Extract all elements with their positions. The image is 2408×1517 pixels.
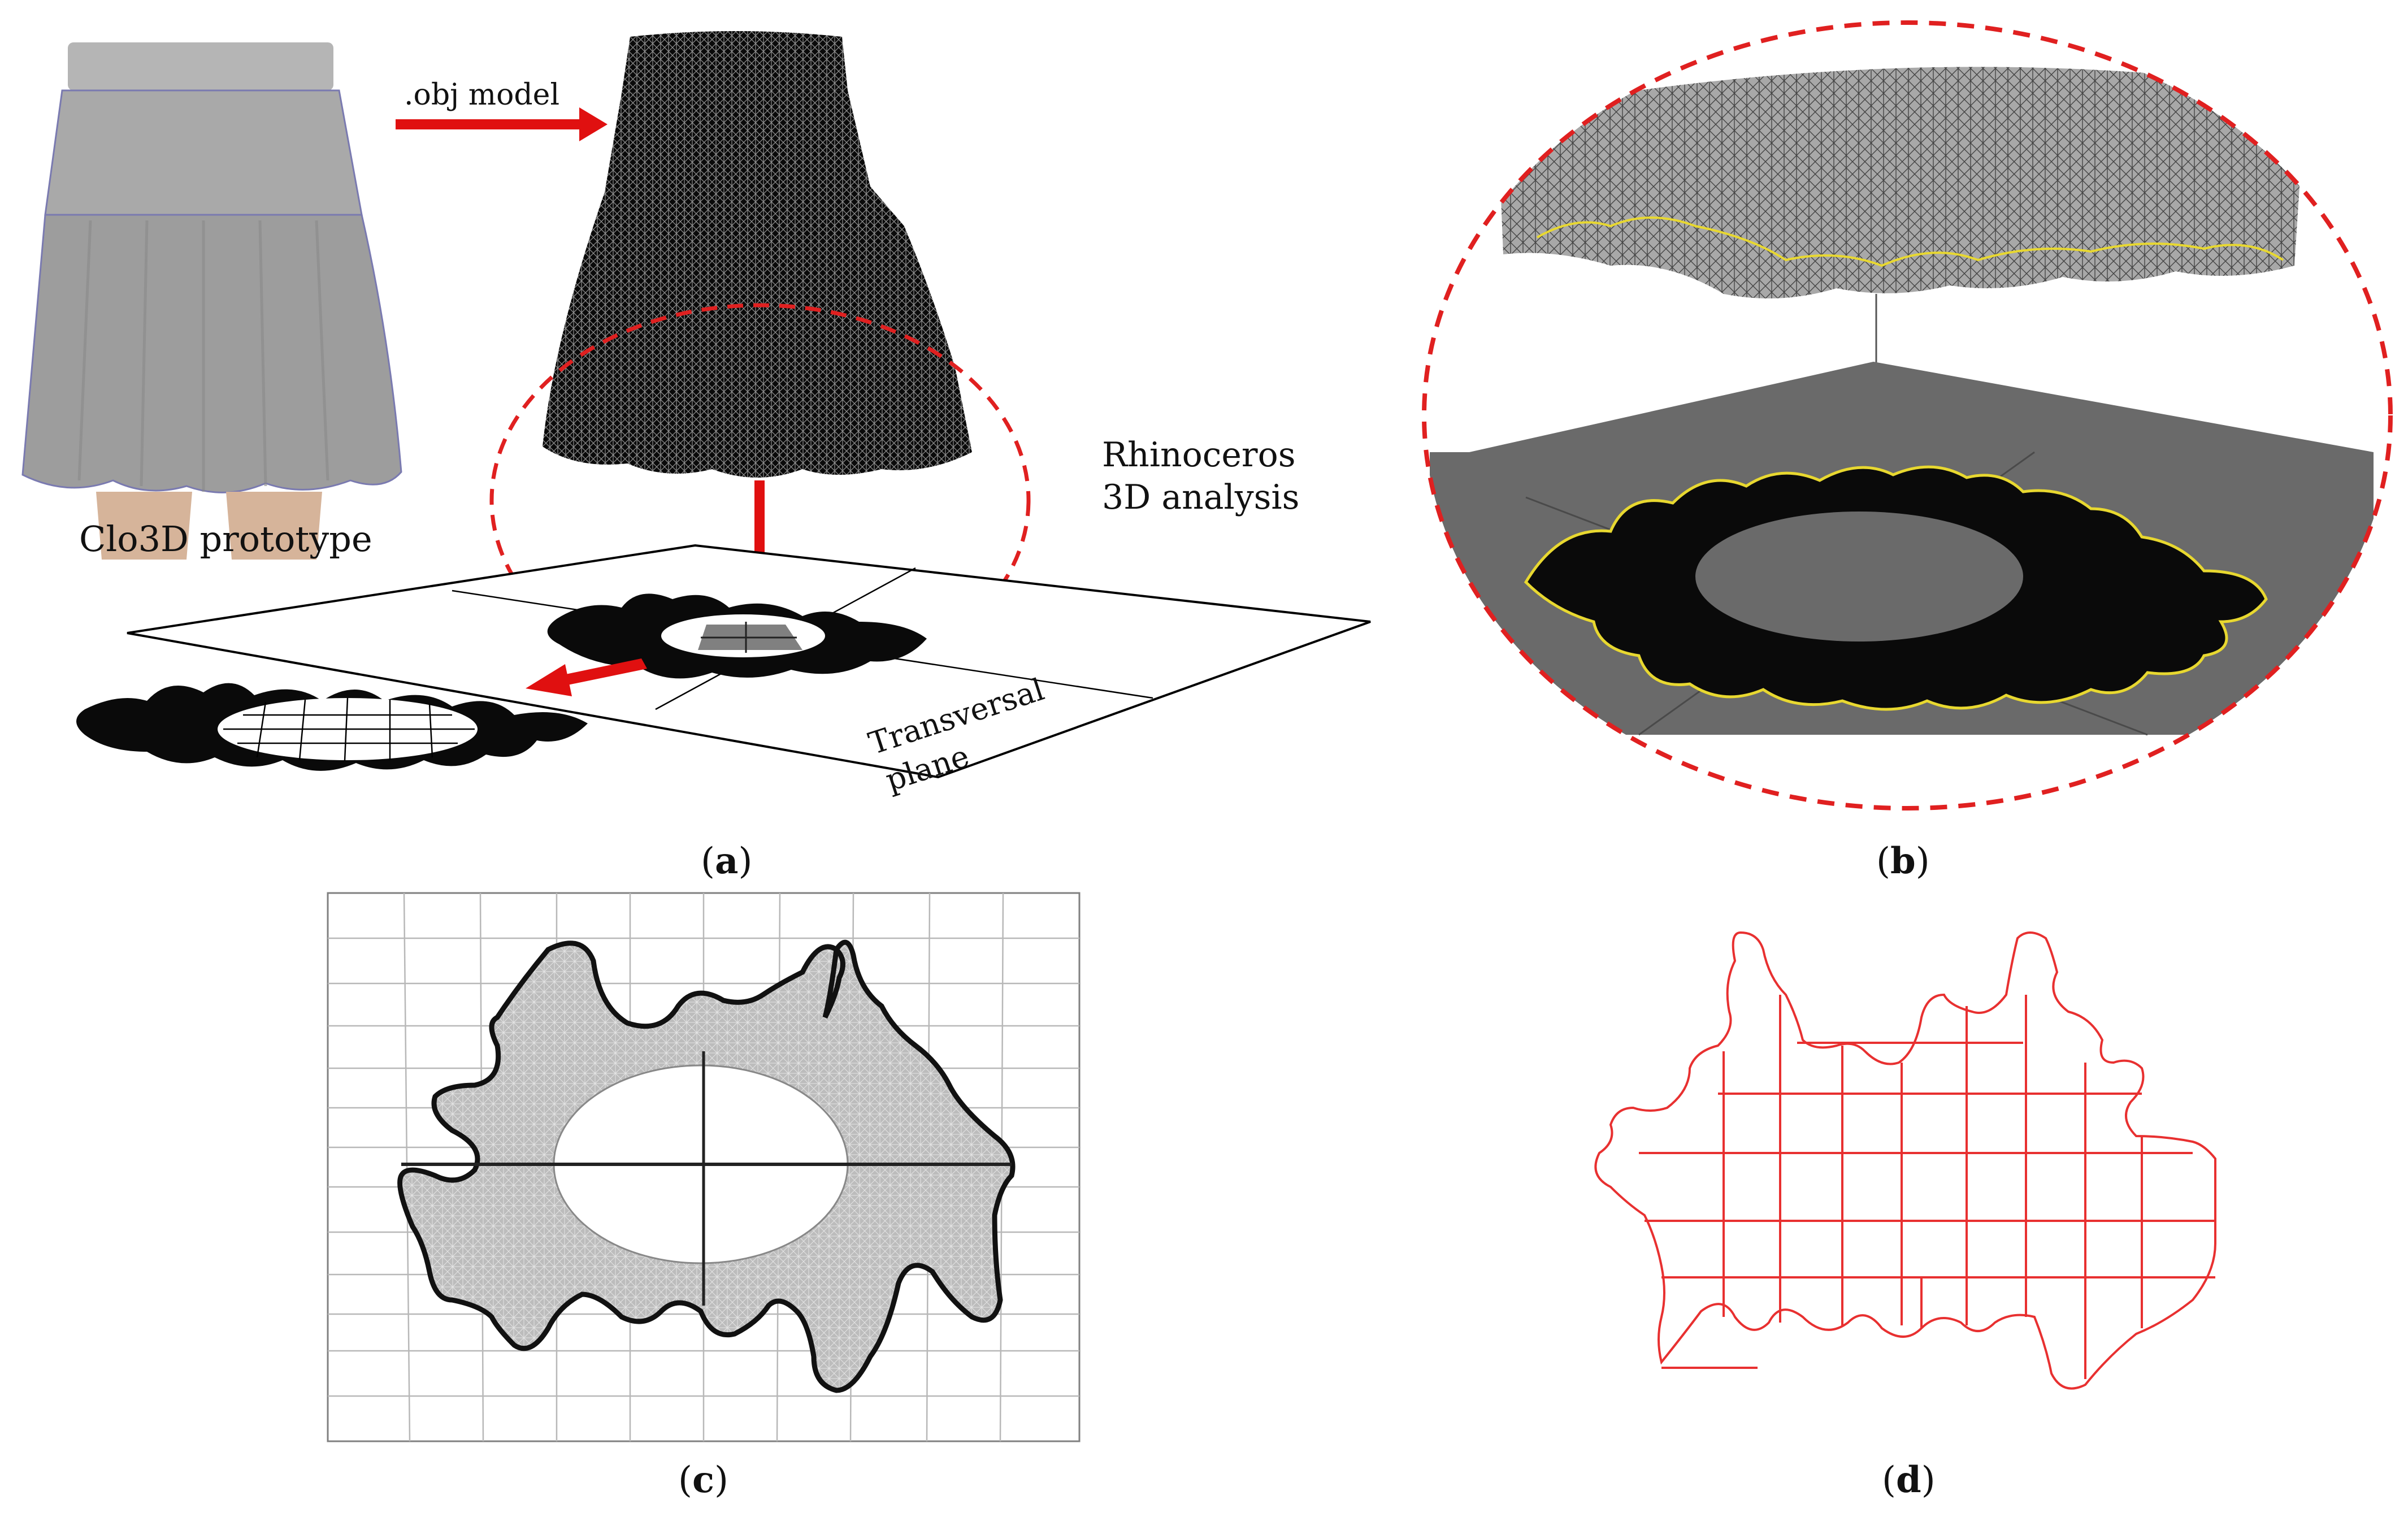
analysis-label-line1: Rhinoceros	[1102, 435, 1295, 475]
panel-d: (d)	[1594, 931, 2217, 1501]
prototype-caption: Clo3D prototype	[79, 518, 372, 560]
panel-c: (c)	[327, 892, 1081, 1501]
projected-section	[76, 683, 588, 771]
panel-c-caption: (c)	[678, 1459, 728, 1501]
panel-a-caption: (a)	[701, 840, 752, 882]
panel-a: Clo3D prototype .obj model Rhinoceros 3D…	[21, 31, 1371, 882]
clo3d-skirt-image	[21, 42, 402, 560]
analysis-label-line2: 3D analysis	[1102, 478, 1299, 517]
curtain-mesh	[1498, 67, 2306, 298]
mesh-skirt-image	[543, 31, 972, 478]
panel-b-caption: (b)	[1876, 840, 1930, 882]
left-arrow-icon	[526, 658, 647, 696]
obj-arrow-icon	[396, 107, 608, 141]
red-grid	[1639, 995, 2215, 1379]
obj-model-label: .obj model	[404, 78, 559, 112]
plane-cross-section	[547, 593, 927, 679]
zoom-region-ellipse	[1422, 20, 2393, 810]
panel-d-caption: (d)	[1882, 1459, 1936, 1501]
section-outline-d	[1594, 931, 2217, 1390]
panel-b: (b)	[1422, 20, 2393, 882]
